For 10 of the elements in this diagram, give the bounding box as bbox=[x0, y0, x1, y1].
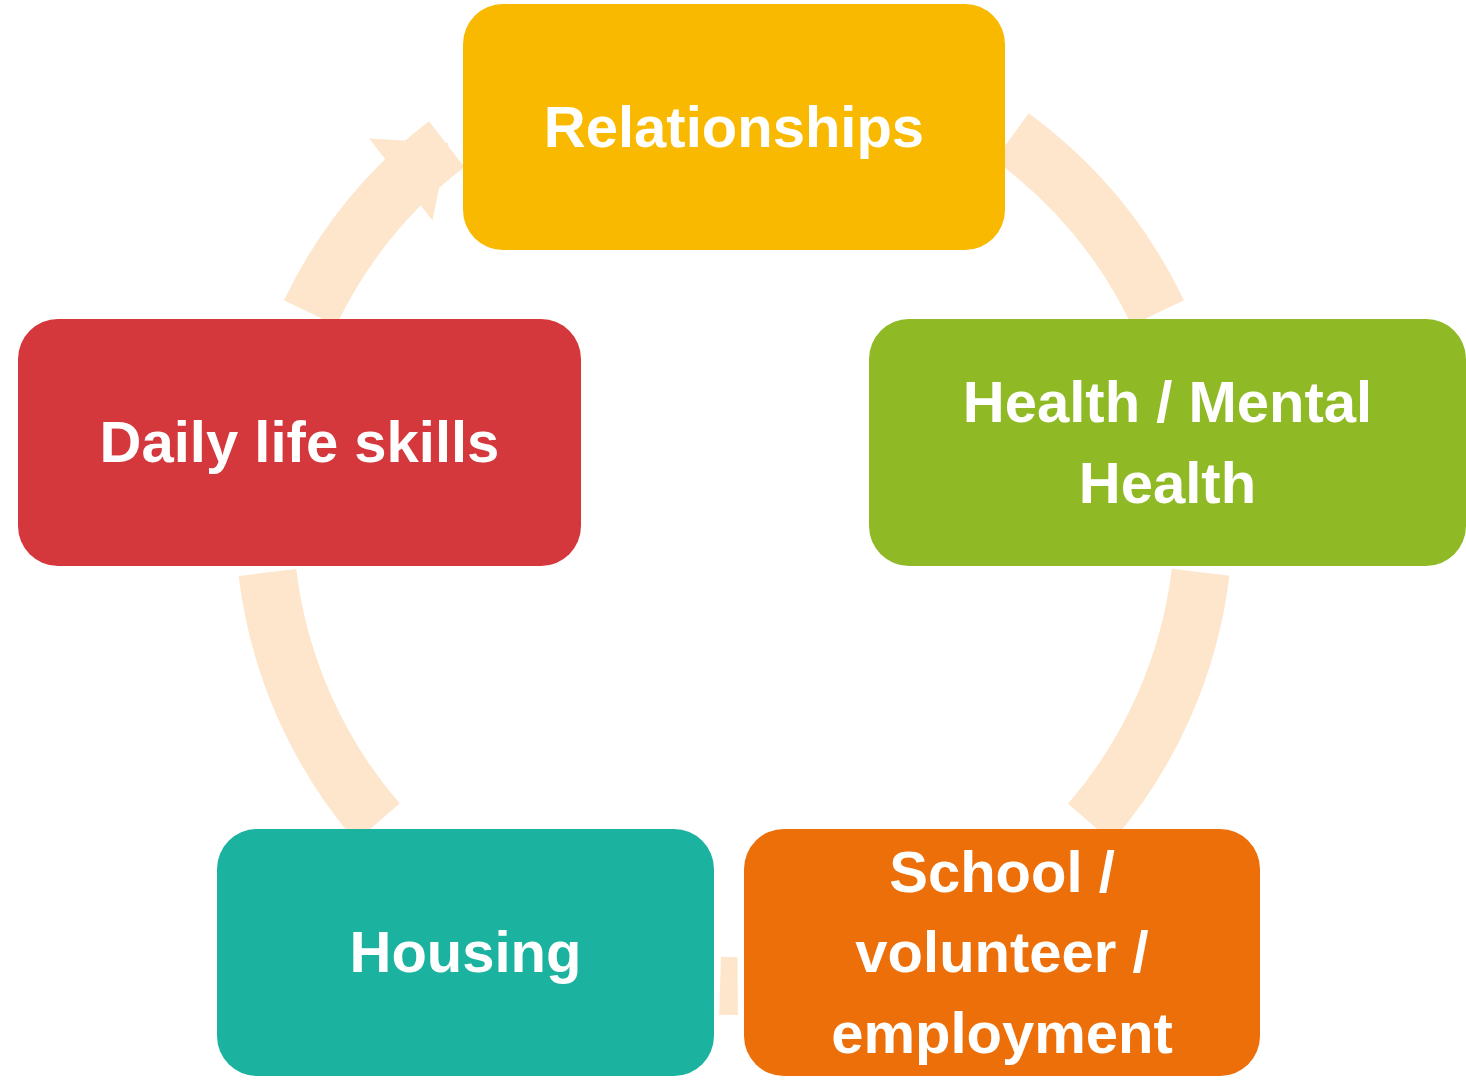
box-label: Daily life skills bbox=[99, 408, 500, 477]
box-label: Relationships bbox=[543, 93, 925, 161]
process-box bbox=[744, 829, 1260, 1076]
process-box bbox=[18, 319, 581, 566]
process-box bbox=[869, 319, 1466, 566]
box-label: School / volunteer / employment bbox=[830, 838, 1174, 1067]
box-label: Housing bbox=[349, 918, 582, 987]
box-label: Health / Mental Health bbox=[961, 368, 1374, 517]
process-box bbox=[217, 829, 714, 1076]
process-box bbox=[463, 4, 1005, 250]
